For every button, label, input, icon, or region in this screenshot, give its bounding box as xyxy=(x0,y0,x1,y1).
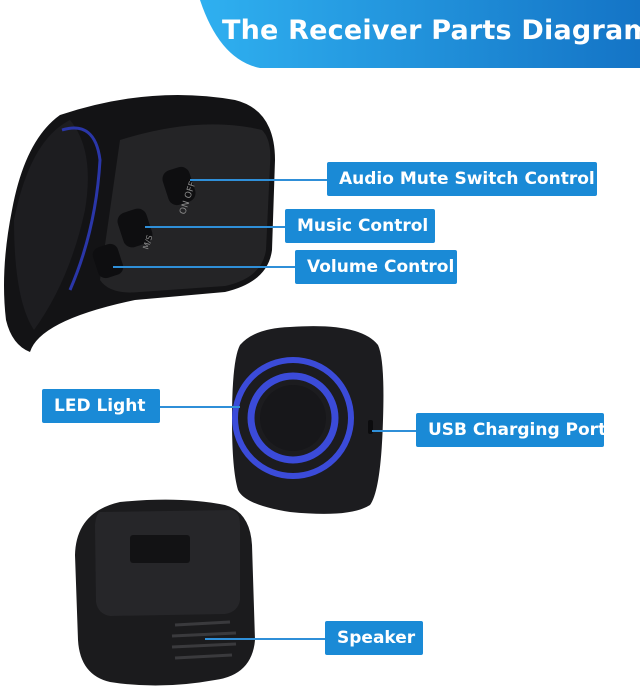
speaker-label: Speaker xyxy=(325,621,423,655)
volume-control-label: Volume Control xyxy=(295,250,457,284)
receiver-side-view: ON OFF M/S xyxy=(4,95,275,352)
volume-leader xyxy=(113,266,295,268)
led-leader xyxy=(160,406,240,408)
audio-mute-leader xyxy=(190,179,327,181)
usb-port xyxy=(368,420,373,434)
audio-mute-label: Audio Mute Switch Control xyxy=(327,162,597,196)
speaker-grille xyxy=(171,620,237,660)
led-ring-inner xyxy=(247,372,339,464)
banner-background xyxy=(200,0,640,68)
receiver-front-view xyxy=(232,326,384,514)
led-ring-outer xyxy=(232,357,354,479)
diagram-title: The Receiver Parts Diagram xyxy=(222,15,640,46)
led-light-label: LED Light xyxy=(42,389,160,423)
usb-leader xyxy=(372,430,416,432)
title-banner: The Receiver Parts Diagram xyxy=(200,0,640,68)
svg-text:M/S: M/S xyxy=(141,234,154,251)
usb-charging-port-label: USB Charging Port xyxy=(416,413,606,447)
speaker-leader xyxy=(205,638,325,640)
music-control-label: Music Control xyxy=(285,209,435,243)
receiver-back-view xyxy=(75,499,255,686)
music-leader xyxy=(145,226,285,228)
